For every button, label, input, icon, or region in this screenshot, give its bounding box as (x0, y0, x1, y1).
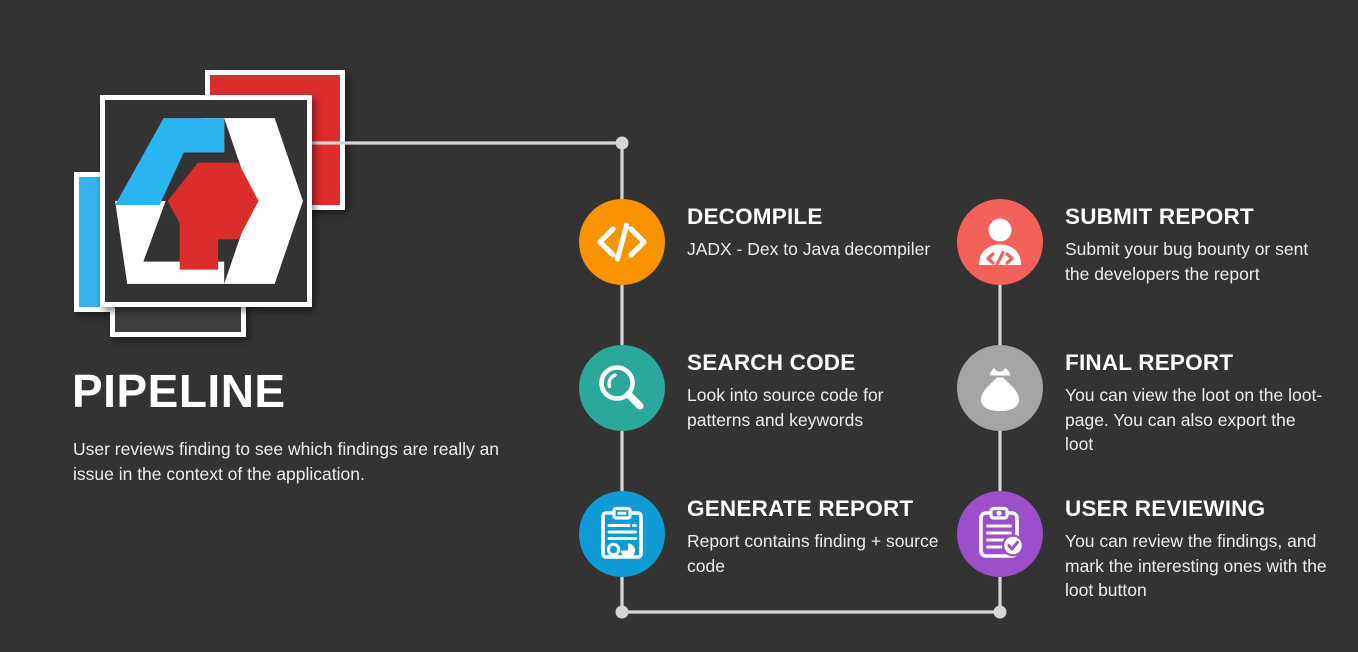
step-user-reviewing[interactable]: USER REVIEWING You can review the findin… (957, 491, 1327, 603)
step-decompile-text: DECOMPILE JADX - Dex to Java decompiler (665, 199, 930, 262)
step-search-code-text: SEARCH CODE Look into source code for pa… (665, 345, 939, 432)
step-final-report[interactable]: FINAL REPORT You can view the loot on th… (957, 345, 1327, 457)
step-submit-report-title: SUBMIT REPORT (1065, 204, 1254, 229)
step-final-report-description: You can view the loot on the loot-page. … (1065, 384, 1323, 455)
step-generate-report-text: GENERATE REPORT Report contains finding … (665, 491, 939, 578)
step-user-reviewing-description: You can review the findings, and mark th… (1065, 530, 1327, 601)
step-search-code-description: Look into source code for patterns and k… (687, 384, 884, 430)
step-user-reviewing-text: USER REVIEWING You can review the findin… (1043, 491, 1327, 603)
step-submit-report-badge[interactable] (957, 199, 1043, 285)
step-final-report-text: FINAL REPORT You can view the loot on th… (1043, 345, 1327, 457)
step-decompile-description: JADX - Dex to Java decompiler (687, 238, 931, 259)
step-user-reviewing-title: USER REVIEWING (1065, 496, 1266, 521)
page-title: PIPELINE (72, 365, 286, 417)
brand-block: PIPELINE User reviews finding to see whi… (0, 0, 560, 652)
clipboard-check-icon (979, 506, 1024, 558)
step-search-code-badge[interactable] (579, 345, 665, 431)
magnifier-icon (599, 365, 644, 410)
step-search-code-title: SEARCH CODE (687, 350, 856, 375)
step-decompile-badge[interactable] (579, 199, 665, 285)
connector-dot-bottom-right (993, 605, 1007, 619)
step-submit-report[interactable]: SUBMIT REPORT Submit your bug bounty or … (957, 199, 1327, 286)
step-final-report-badge[interactable] (957, 345, 1043, 431)
step-search-code[interactable]: SEARCH CODE Look into source code for pa… (579, 345, 939, 432)
code-brackets-icon (597, 222, 647, 262)
step-generate-report-description: Report contains finding + source code (687, 530, 939, 576)
page-description: User reviews finding to see which findin… (73, 439, 500, 485)
step-generate-report-title: GENERATE REPORT (687, 496, 914, 521)
clipboard-chart-icon (601, 506, 643, 559)
connector-dot-top (615, 136, 629, 150)
step-decompile-title: DECOMPILE (687, 204, 823, 229)
step-submit-report-description: Submit your bug bounty or sent the devel… (1065, 238, 1309, 284)
logo-card-main (100, 95, 312, 307)
step-generate-report-badge[interactable] (579, 491, 665, 577)
connector-dot-bottom-left (615, 605, 629, 619)
hexagon-code-logo-icon (115, 118, 303, 284)
step-final-report-title: FINAL REPORT (1065, 350, 1234, 375)
step-user-reviewing-badge[interactable] (957, 491, 1043, 577)
connector-generate-to-user-reviewing (620, 577, 1002, 614)
step-submit-report-text: SUBMIT REPORT Submit your bug bounty or … (1043, 199, 1327, 286)
step-decompile[interactable]: DECOMPILE JADX - Dex to Java decompiler (579, 199, 930, 285)
person-code-icon (979, 218, 1021, 267)
money-bag-icon (981, 368, 1019, 411)
step-generate-report[interactable]: GENERATE REPORT Report contains finding … (579, 491, 939, 578)
